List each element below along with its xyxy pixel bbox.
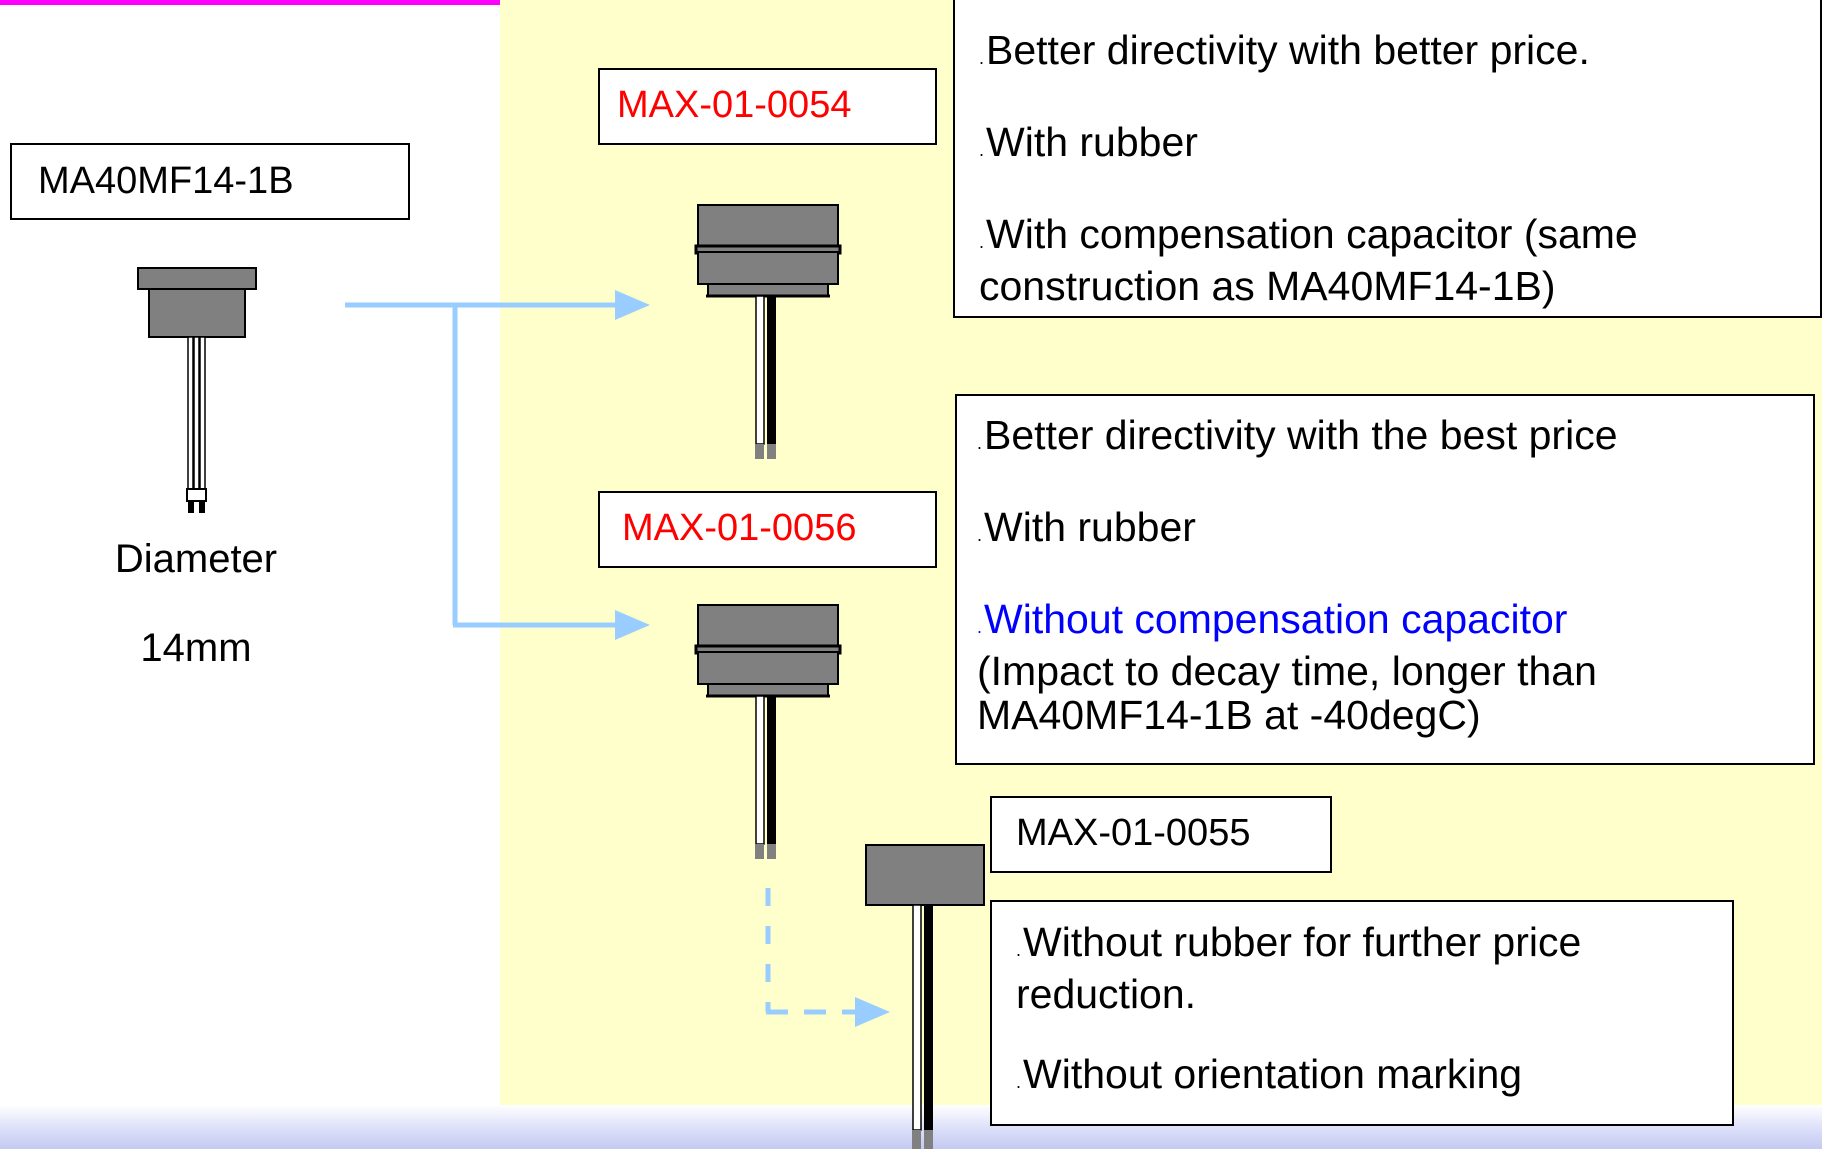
- sensor-ma40mf14-1b-drawing: [137, 267, 257, 513]
- feature-item: .With compensation capacitor (same const…: [979, 211, 1638, 309]
- feature-box-max-01-0055: .Without rubber for further price reduct…: [990, 900, 1734, 1126]
- sensor-max-01-0054-drawing: [694, 204, 842, 459]
- source-part-box: MA40MF14-1B: [10, 143, 410, 220]
- feature-item: .Without compensation capacitor(Impact t…: [977, 596, 1597, 738]
- sensor-max-01-0056-drawing: [694, 604, 842, 859]
- part-number-max-01-0056: MAX-01-0056: [622, 507, 857, 549]
- part-number-max-01-0054: MAX-01-0054: [617, 84, 852, 126]
- feature-item: .Without rubber for further price reduct…: [1016, 919, 1582, 1017]
- highlight-text: Without compensation capacitor: [984, 596, 1568, 642]
- feature-box-max-01-0056: .Better directivity with the best price …: [955, 394, 1815, 765]
- part-box-max-01-0056: MAX-01-0056: [598, 491, 937, 568]
- source-part-number: MA40MF14-1B: [38, 160, 294, 202]
- feature-item: .With rubber: [977, 504, 1196, 550]
- sensor-max-01-0055-drawing: [865, 844, 985, 1149]
- part-box-max-01-0055: MAX-01-0055: [990, 796, 1332, 873]
- diameter-label: Diameter: [114, 537, 278, 581]
- part-number-max-01-0055: MAX-01-0055: [1016, 812, 1251, 854]
- branch-arrows: [345, 302, 860, 1015]
- feature-item: .With rubber: [979, 119, 1198, 165]
- diameter-value: 14mm: [140, 626, 252, 670]
- arrow-heads: [615, 290, 890, 1027]
- feature-box-max-01-0054: .Better directivity with better price. .…: [953, 0, 1822, 318]
- feature-item: .Better directivity with better price.: [979, 27, 1590, 73]
- part-box-max-01-0054: MAX-01-0054: [598, 68, 937, 145]
- feature-item: .Better directivity with the best price: [977, 412, 1618, 458]
- feature-item: .Without orientation marking: [1016, 1051, 1523, 1097]
